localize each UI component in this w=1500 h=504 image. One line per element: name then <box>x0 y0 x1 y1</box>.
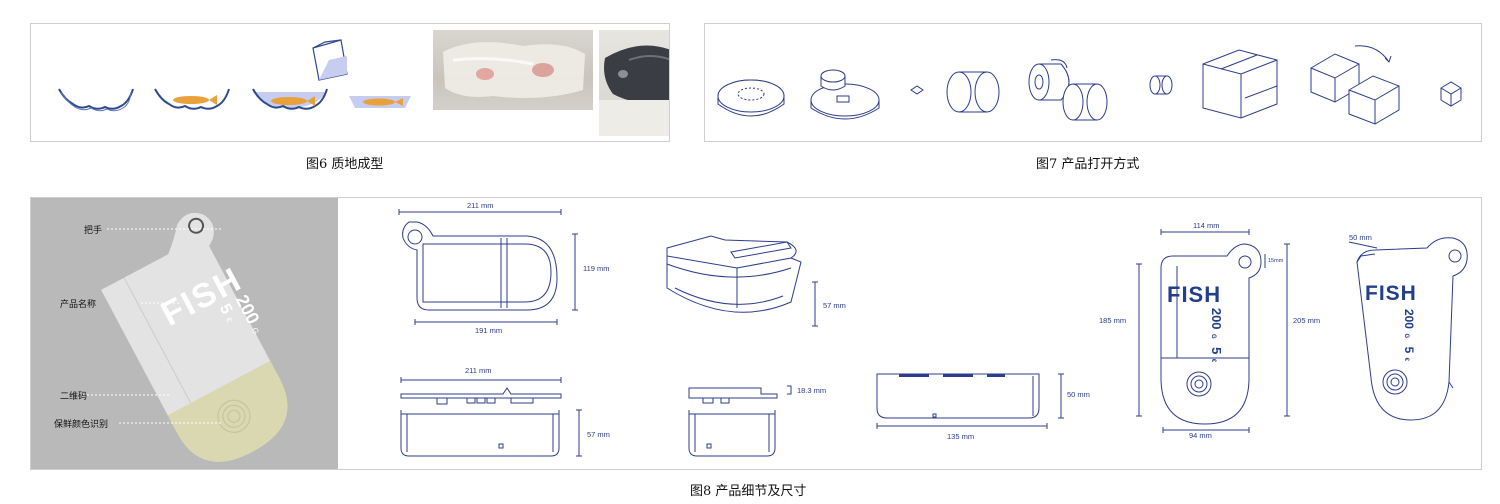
box-icon <box>1202 49 1278 119</box>
disc-icon <box>717 79 785 117</box>
dim-label-right: 205 mm <box>1293 316 1321 325</box>
fish-shape <box>173 96 209 104</box>
flat-label-weight-unit: G <box>1210 334 1217 339</box>
label-tag-illustration <box>83 212 288 462</box>
small-cylinder-icon <box>1149 75 1173 95</box>
top-view-outline <box>398 209 578 325</box>
flat-label-weight: 200 <box>1209 307 1225 330</box>
dim-top-length: 211 mm <box>467 201 494 210</box>
dim-top-inner: 191 mm <box>475 326 503 335</box>
small-cube-icon <box>1440 81 1462 107</box>
persp-label-brand: FISH <box>1365 282 1417 305</box>
split-cylinder-icon <box>1028 59 1108 121</box>
persp-label-weight-price: 200 G 5 € <box>1400 309 1418 361</box>
dim-persp-top: 50 mm <box>1349 233 1372 242</box>
end-view-outline <box>688 385 792 457</box>
cylinder-icon <box>946 71 1000 113</box>
dim-label-bottom: 94 mm <box>1189 431 1212 440</box>
fig7-caption: 图7 产品打开方式 <box>1036 157 1140 172</box>
persp-label-weight-unit: G <box>1403 333 1410 339</box>
fig6-panel <box>30 23 670 142</box>
label-perspective-outline <box>1348 237 1468 421</box>
flat-label-brand: FISH <box>1167 282 1222 307</box>
label-flat-view-outline <box>1136 229 1290 433</box>
step3-bowl-water <box>252 88 328 110</box>
dim-label-notch: 15mm <box>1268 258 1284 264</box>
fig6-forming-steps <box>58 39 411 112</box>
flat-label-weight-price: 200 G 5 € <box>1207 308 1225 362</box>
dim-label-left: 185 mm <box>1099 316 1127 325</box>
fig7-panel <box>704 23 1482 142</box>
tumbling-cubes-icon <box>1310 45 1400 125</box>
dim-top-height: 119 mm <box>583 264 610 273</box>
step1-bowl <box>58 88 134 112</box>
persp-label-price-unit: € <box>1403 357 1410 362</box>
step4-formed-block <box>349 96 411 108</box>
callout-qr-code: 二维码 <box>60 392 88 402</box>
dim-end-depth: 18.3 mm <box>797 386 827 395</box>
flat-label-price: 5 <box>1209 347 1225 355</box>
technical-drawings <box>398 209 1468 457</box>
fig8-caption: 图8 产品细节及尺寸 <box>690 484 807 499</box>
photo-frozen-block <box>433 30 593 110</box>
dim-side-length: 211 mm <box>465 366 492 375</box>
dim-label-top: 114 mm <box>1193 221 1220 230</box>
dim-front-height: 50 mm <box>1067 390 1090 399</box>
callout-product-name: 产品名称 <box>60 300 97 310</box>
callout-freshness-color: 保鲜颜色识别 <box>54 420 109 430</box>
qr-code-icon <box>217 399 251 433</box>
flat-label-price-unit: € <box>1210 358 1217 363</box>
dim-front-length: 135 mm <box>947 432 975 441</box>
pour-container-icon <box>312 39 348 81</box>
label-overview-section: FISH 200 G 5 € 把手 产品名称 二维码 保鲜颜色识别 <box>31 198 338 469</box>
isometric-view-outline <box>666 235 818 327</box>
photo-fish-in-ice <box>599 30 669 136</box>
persp-label-price: 5 <box>1402 346 1417 354</box>
disc-knob-icon <box>810 69 880 120</box>
step2-bowl-fish <box>154 88 230 110</box>
front-view-outline <box>876 373 1064 429</box>
persp-label-weight: 200 <box>1402 308 1417 329</box>
dim-iso-height: 57 mm <box>823 301 846 310</box>
fig6-caption: 图6 质地成型 <box>306 157 384 172</box>
small-chip-icon <box>910 85 924 95</box>
fig8-panel: FISH 200 G 5 € 把手 产品名称 二维码 保鲜颜色识别 <box>30 197 1482 470</box>
fig7-opening-sequence <box>717 45 1462 125</box>
dim-side-height: 57 mm <box>587 430 610 439</box>
side-view-outline <box>400 377 582 457</box>
front-view-marks <box>899 374 1005 377</box>
callout-handle: 把手 <box>84 226 103 236</box>
